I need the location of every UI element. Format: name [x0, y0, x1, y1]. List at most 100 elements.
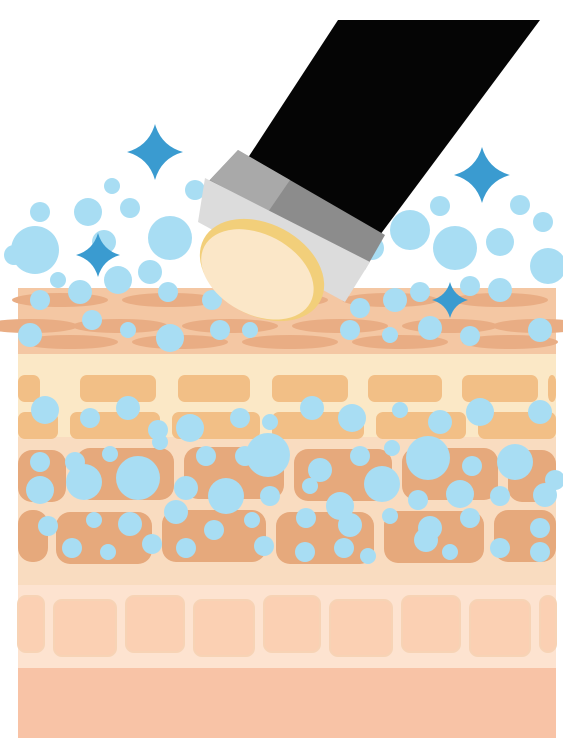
- bubble: [510, 195, 530, 215]
- bubble: [486, 228, 514, 256]
- bubble: [38, 516, 58, 536]
- bubble: [530, 248, 563, 284]
- bubble: [4, 245, 24, 265]
- bubble: [142, 534, 162, 554]
- bubble: [74, 198, 102, 226]
- bubble: [466, 398, 494, 426]
- bubble: [82, 310, 102, 330]
- bubble: [350, 446, 370, 466]
- bubble: [174, 476, 198, 500]
- bubble: [31, 396, 59, 424]
- bubble: [364, 466, 400, 502]
- bubble: [118, 512, 142, 536]
- bubble: [296, 508, 316, 528]
- bubble: [262, 414, 278, 430]
- bubble: [62, 538, 82, 558]
- bubble: [433, 226, 477, 270]
- surface-cell: [242, 335, 338, 349]
- bubble: [460, 276, 480, 296]
- bubble: [530, 518, 550, 538]
- bubble: [208, 478, 244, 514]
- bubble: [490, 538, 510, 558]
- lower-cell: [18, 596, 44, 652]
- brick-cell: [462, 375, 538, 402]
- bubble: [116, 456, 160, 500]
- lower-cell: [540, 596, 556, 652]
- bubble: [442, 544, 458, 560]
- bubble: [176, 538, 196, 558]
- brick-cell: [80, 375, 156, 402]
- bubble: [68, 280, 92, 304]
- lower-cell-row: [18, 596, 556, 656]
- bubble: [260, 486, 280, 506]
- bubble: [340, 320, 360, 340]
- bubble: [246, 433, 290, 477]
- brick-cell: [548, 375, 556, 402]
- bubble: [210, 320, 230, 340]
- bubble: [80, 408, 100, 428]
- bubble: [30, 452, 50, 472]
- bubble: [176, 414, 204, 442]
- bubble: [392, 402, 408, 418]
- bubble: [102, 446, 118, 462]
- bubble: [528, 318, 552, 342]
- bubble: [497, 444, 533, 480]
- bubble: [50, 272, 66, 288]
- bubble: [295, 542, 315, 562]
- bubble: [350, 298, 370, 318]
- lower-cell: [402, 596, 460, 652]
- bubble: [164, 500, 188, 524]
- bubble: [18, 323, 42, 347]
- bubble: [204, 520, 224, 540]
- lower-cell: [126, 596, 184, 652]
- brick-cell: [178, 375, 250, 402]
- lower-cell: [54, 600, 116, 656]
- bubble: [230, 408, 250, 428]
- bubble: [158, 282, 178, 302]
- bubble: [104, 266, 132, 294]
- bubble: [26, 476, 54, 504]
- bubble: [302, 478, 318, 494]
- bubble: [156, 324, 184, 352]
- bubble: [30, 290, 50, 310]
- bubble: [460, 508, 480, 528]
- lower-cell: [470, 600, 530, 656]
- bubble: [254, 536, 274, 556]
- bubble: [533, 483, 557, 507]
- bubble: [530, 542, 550, 562]
- bubble: [338, 513, 362, 537]
- bubble: [428, 410, 452, 434]
- bubble: [406, 436, 450, 480]
- surface-cell: [402, 319, 498, 333]
- bubble: [410, 282, 430, 302]
- bubble: [104, 178, 120, 194]
- lower-cell: [330, 600, 392, 656]
- bubble: [490, 486, 510, 506]
- bubble: [528, 400, 552, 424]
- lower-cell: [194, 600, 254, 656]
- bubble: [488, 278, 512, 302]
- bubble: [408, 490, 428, 510]
- bubble: [196, 446, 216, 466]
- bubble: [120, 198, 140, 218]
- sparkle-icon: [127, 124, 183, 180]
- surface-cell: [292, 319, 388, 333]
- bubble: [384, 440, 400, 456]
- bubble: [460, 326, 480, 346]
- brick-cell: [368, 375, 442, 402]
- bubble: [66, 464, 102, 500]
- bubble: [414, 528, 438, 552]
- bubble: [152, 434, 168, 450]
- bubble: [383, 288, 407, 312]
- bubble: [533, 212, 553, 232]
- bubble: [100, 544, 116, 560]
- bubble: [382, 508, 398, 524]
- bubble: [446, 480, 474, 508]
- bubble: [462, 456, 482, 476]
- brick-cell: [18, 375, 40, 402]
- bubble: [86, 512, 102, 528]
- bubble: [418, 316, 442, 340]
- brick-cell: [376, 412, 466, 439]
- bubble: [360, 548, 376, 564]
